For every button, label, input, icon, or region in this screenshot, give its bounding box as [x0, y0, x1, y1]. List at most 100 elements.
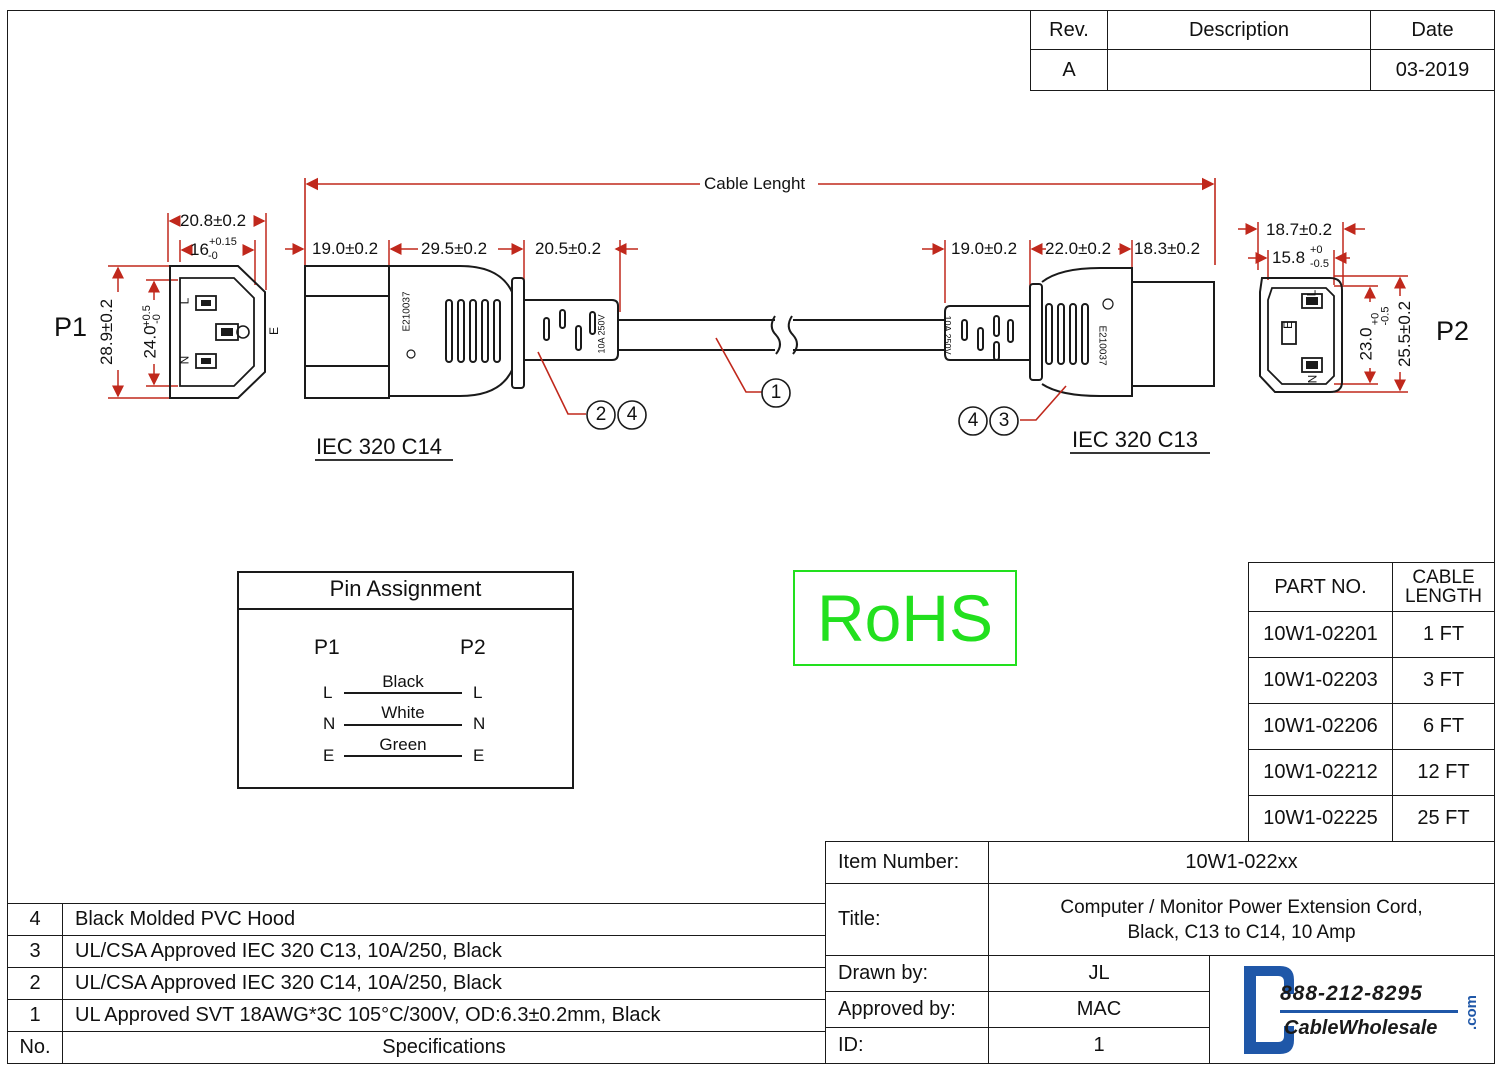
pin-row-n-line: [344, 724, 462, 726]
spec-row-1-text: UL Approved SVT 18AWG*3C 105°C/300V, OD:…: [62, 999, 826, 1032]
pin-row-e-line: [344, 755, 462, 757]
cablewholesale-logo: 888-212-8295 CableWholesale .com: [1240, 960, 1480, 1058]
right-plug-dim-2: 22.0±0.2: [1045, 239, 1112, 258]
right-plug-dim-3: 18.3±0.2: [1134, 239, 1201, 258]
approved-by-value: MAC: [988, 991, 1210, 1028]
pin-row-e-wire: Green: [379, 735, 427, 754]
date-value: 03-2019: [1370, 49, 1495, 91]
part-row-2-length: 3 FT: [1392, 657, 1495, 704]
cable-body: [618, 315, 945, 355]
spec-footer-no: No.: [7, 1031, 63, 1064]
p2-height-inner-tol-dn: -0.5: [1379, 306, 1392, 326]
p1-pin-l: L: [177, 297, 192, 305]
right-plug-cert: E210037: [1096, 325, 1108, 366]
part-row-3-part: 10W1-02206: [1248, 703, 1393, 750]
p2-pin-n: N: [1305, 374, 1320, 384]
title-value-line2: Black, C13 to C14, 10 Amp: [1127, 921, 1356, 943]
logo-phone: 888-212-8295: [1280, 982, 1423, 1005]
logo-bracket-icon: [1244, 966, 1294, 1054]
pin-row-n-left: N: [323, 714, 336, 733]
title-value-line1: Computer / Monitor Power Extension Cord,: [1060, 896, 1423, 918]
part-row-2-part: 10W1-02203: [1248, 657, 1393, 704]
callout-2: 2: [595, 404, 607, 425]
p2-height-outer: 25.5±0.2: [1395, 300, 1415, 368]
p1-label: P1: [54, 312, 88, 342]
p1-height-inner: 24.0: [140, 325, 160, 359]
id-value: 1: [988, 1027, 1210, 1064]
spec-row-2-text: UL/CSA Approved IEC 320 C14, 10A/250, Bl…: [62, 967, 826, 1000]
spec-row-4-text: Black Molded PVC Hood: [62, 903, 826, 936]
part-row-4-length: 12 FT: [1392, 749, 1495, 796]
title-value: Computer / Monitor Power Extension Cord,…: [988, 883, 1495, 956]
spec-row-4-no: 4: [7, 903, 63, 936]
pin-row-l-line: [344, 692, 462, 694]
right-plug-rating: 10A 250V: [942, 315, 953, 355]
callout-4-right: 4: [967, 410, 979, 431]
cable-length-dimension: [304, 177, 1216, 265]
spec-row-3-text: UL/CSA Approved IEC 320 C13, 10A/250, Bl…: [62, 935, 826, 968]
p1-width-inner-tol-up: +0.15: [209, 236, 237, 248]
pin-assignment-p2: P2: [460, 636, 486, 659]
id-label: ID:: [825, 1027, 989, 1064]
right-plug-name: IEC 320 C13: [1072, 427, 1198, 452]
left-plug-dimensions: [285, 240, 638, 312]
p1-height-inner-tol-dn: -0: [150, 314, 163, 324]
item-number-label: Item Number:: [825, 841, 989, 884]
p1-pin-e: E: [267, 326, 282, 336]
callout-4-left: 4: [626, 404, 638, 425]
p2-pin-l: L: [1304, 289, 1319, 297]
left-plug-rating: 10A 250V: [596, 314, 607, 354]
left-plug-dim-3: 20.5±0.2: [535, 239, 602, 258]
pin-assignment-title: Pin Assignment: [329, 576, 482, 601]
title-label: Title:: [825, 883, 989, 956]
pin-row-l-right: L: [473, 683, 483, 702]
pin-assignment-title-divider: [237, 608, 574, 610]
logo-brand: CableWholesale: [1284, 1017, 1438, 1039]
p1-height-outer: 28.9±0.2: [97, 298, 117, 366]
spec-row-1-no: 1: [7, 999, 63, 1032]
p2-connector-face: [1238, 222, 1408, 393]
item-number-value: 10W1-022xx: [988, 841, 1495, 884]
rohs-badge: RoHS: [793, 570, 1017, 666]
right-plug-body: [944, 267, 1215, 397]
p1-width-outer: 20.8±0.2: [180, 211, 247, 230]
logo-suffix: .com: [1463, 994, 1481, 1031]
part-row-1-length: 1 FT: [1392, 611, 1495, 658]
rohs-text: RoHS: [816, 581, 994, 655]
right-plug-dimensions: [922, 240, 1133, 303]
part-row-5-part: 10W1-02225: [1248, 795, 1393, 842]
approved-by-label: Approved by:: [825, 991, 989, 1028]
spec-row-3-no: 3: [7, 935, 63, 968]
p1-width-inner-tol-dn: -0: [208, 250, 218, 262]
spec-row-2-no: 2: [7, 967, 63, 1000]
pin-assignment-box: [237, 571, 574, 789]
part-row-1-part: 10W1-02201: [1248, 611, 1393, 658]
logo-cell: [1209, 955, 1495, 1064]
callout-circles: [586, 378, 1019, 436]
logo-underline: [1280, 1010, 1458, 1013]
p2-width-inner-tol-dn: -0.5: [1310, 258, 1329, 270]
left-plug-dim-2: 29.5±0.2: [421, 239, 488, 258]
cable-length-header-line2: LENGTH: [1404, 586, 1483, 607]
p2-width-inner-tol-up: +0: [1310, 244, 1323, 256]
pin-row-l-wire: Black: [382, 672, 424, 691]
pin-row-n-wire: White: [381, 703, 425, 722]
left-plug-body: [304, 265, 619, 399]
part-row-3-length: 6 FT: [1392, 703, 1495, 750]
callout-3: 3: [998, 410, 1010, 431]
p1-connector-face: [108, 213, 267, 399]
cable-length-label: Cable Lenght: [702, 174, 808, 194]
spec-footer-text: Specifications: [62, 1031, 826, 1064]
cable-length-header: CABLE LENGTH: [1392, 562, 1495, 612]
right-plug-dim-1: 19.0±0.2: [951, 239, 1018, 258]
part-no-header: PART NO.: [1248, 562, 1393, 612]
cable-drawing: [108, 177, 1408, 461]
p2-pin-e: E: [1281, 320, 1296, 330]
part-row-5-length: 25 FT: [1392, 795, 1495, 842]
p1-width-inner: 16: [190, 240, 209, 259]
pin-assignment-p1: P1: [314, 636, 340, 659]
p2-width-outer: 18.7±0.2: [1266, 220, 1333, 239]
pin-row-e-right: E: [473, 746, 485, 765]
pin-row-l-left: L: [323, 683, 333, 702]
left-plug-dim-1: 19.0±0.2: [312, 239, 379, 258]
